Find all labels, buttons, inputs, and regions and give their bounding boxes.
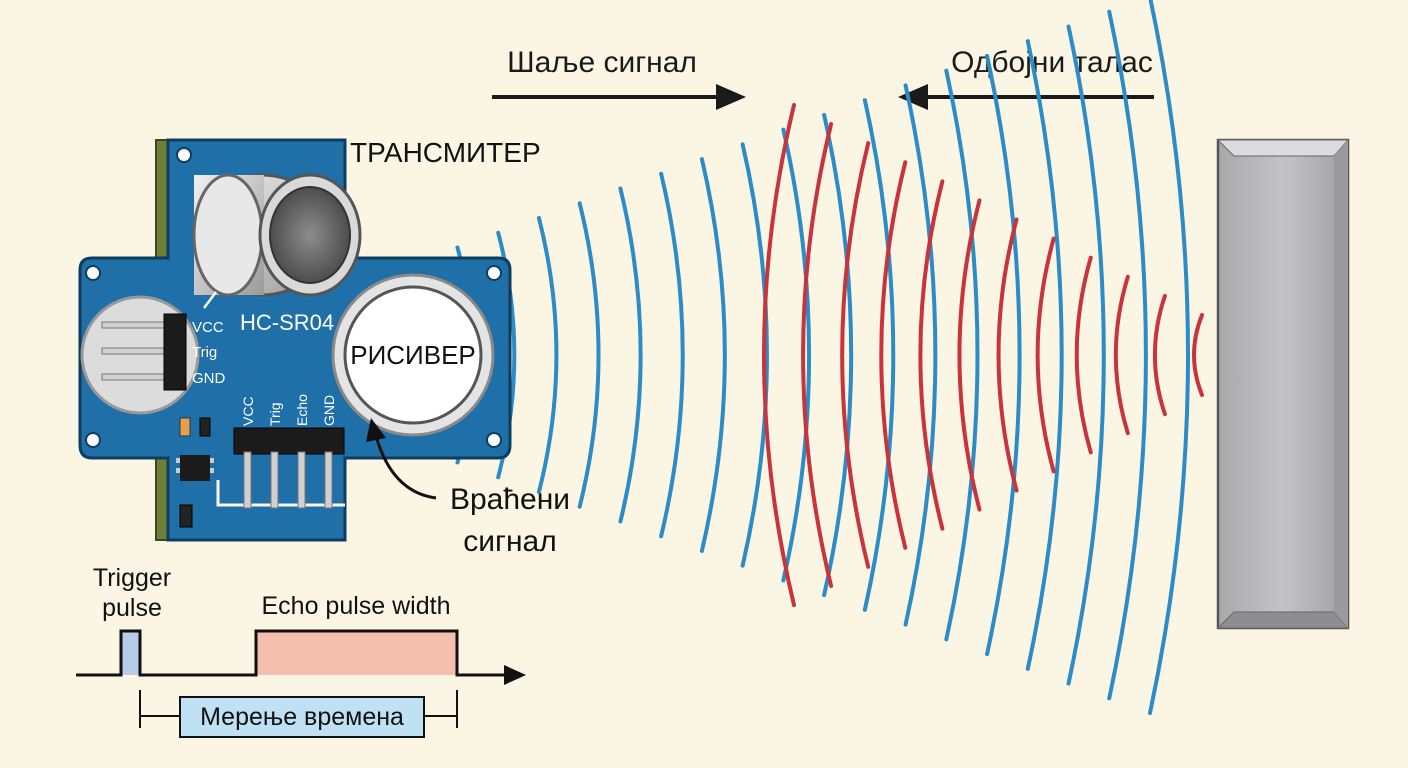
- outgoing-wave-arc: [618, 186, 643, 524]
- bottom-pins: [243, 451, 333, 509]
- sends-signal-label: Шаље сигнал: [507, 46, 697, 79]
- echo-pulse: [256, 631, 457, 675]
- reflected-wave-arc: [1192, 313, 1204, 397]
- time-axis-arrow: [504, 665, 526, 685]
- returned-signal-label-line1: Враћени: [450, 483, 570, 516]
- trigger-pulse-label-line1: Trigger: [93, 564, 171, 592]
- reflected-wave-arc: [1113, 274, 1130, 436]
- time-measurement-box: [179, 696, 425, 738]
- echo-pulse-width-label: Echo pulse width: [261, 592, 450, 620]
- reflected-wave-arrow: [898, 84, 1154, 110]
- outgoing-wave-arc: [1025, 39, 1064, 671]
- reflected-wave-arc: [840, 141, 871, 569]
- outgoing-wave-arc: [1107, 9, 1148, 701]
- obstacle-wall: [1216, 138, 1350, 630]
- reflected-wave-arc: [1152, 293, 1167, 417]
- receiver-label: РИСИВЕР: [350, 340, 476, 370]
- sends-signal-arrow: [492, 84, 746, 110]
- smd-component: [199, 417, 211, 437]
- outgoing-wave-arc: [536, 216, 559, 494]
- signal-waveform: [76, 629, 508, 677]
- outgoing-wave-arc: [985, 53, 1022, 657]
- returned-signal-arrow: [366, 418, 437, 500]
- side-pins: [101, 313, 187, 391]
- transmitter-pointer: [203, 291, 217, 309]
- outgoing-wave-arc: [659, 171, 685, 539]
- hc-sr04-module: VCC Trig GND HC-SR04 РИСИВЕР: [78, 138, 512, 542]
- module-name: HC-SR04: [240, 310, 334, 335]
- pin-label-trig: Trig: [192, 344, 217, 361]
- outgoing-wave-arc: [1066, 24, 1106, 686]
- reflected-wave-arc: [1035, 236, 1056, 474]
- transmitter-transducer: [192, 173, 362, 297]
- mount-hole: [176, 147, 192, 163]
- outgoing-wave-arc: [577, 201, 601, 509]
- bottom-pin-gnd: GND: [321, 395, 337, 426]
- outgoing-wave-arc: [781, 127, 812, 583]
- ic-chip: [176, 455, 214, 481]
- outgoing-wave-arc: [944, 68, 980, 642]
- outgoing-wave-arc: [822, 112, 854, 598]
- reflected-wave-arc: [762, 103, 796, 607]
- pcb-board: [78, 138, 512, 542]
- reflected-wave-arc: [957, 198, 982, 512]
- smd-component: [179, 417, 191, 437]
- mount-hole: [85, 265, 101, 281]
- timing-diagram: Trigger pulse Echo pulse width Мерење вр…: [76, 564, 526, 738]
- reflected-wave-arc: [1074, 255, 1093, 455]
- pin-label-vcc: VCC: [192, 319, 224, 336]
- mount-hole: [486, 432, 502, 448]
- mount-hole: [486, 265, 502, 281]
- trigger-pulse: [121, 631, 140, 675]
- reflected-wave-arc: [879, 160, 908, 550]
- bottom-pin-trig: Trig: [267, 402, 283, 426]
- returned-signal-label-line2: сигнал: [463, 525, 556, 558]
- smd-component: [179, 504, 193, 528]
- receiver-transducer: [331, 273, 495, 437]
- bottom-header: [233, 427, 345, 455]
- mount-hole: [85, 432, 101, 448]
- time-measurement-label: Мерење времена: [200, 703, 404, 731]
- bottom-pin-echo: Echo: [294, 394, 310, 426]
- outgoing-wave-arc: [699, 157, 727, 553]
- reflected-wave-arc: [801, 122, 834, 588]
- outgoing-wave-arc: [862, 98, 896, 612]
- bottom-pin-vcc: VCC: [240, 396, 256, 426]
- transmitter-label: ТРАНСМИТЕР: [350, 137, 541, 168]
- reflected-wave-arc: [996, 217, 1019, 493]
- trigger-pulse-label-line2: pulse: [102, 594, 162, 622]
- reflected-wave-arc: [918, 179, 945, 531]
- outgoing-wave-arc: [903, 83, 938, 627]
- outgoing-wave-arc: [1148, 0, 1190, 715]
- outgoing-wave-arc: [740, 142, 769, 568]
- pin-label-gnd: GND: [192, 370, 226, 387]
